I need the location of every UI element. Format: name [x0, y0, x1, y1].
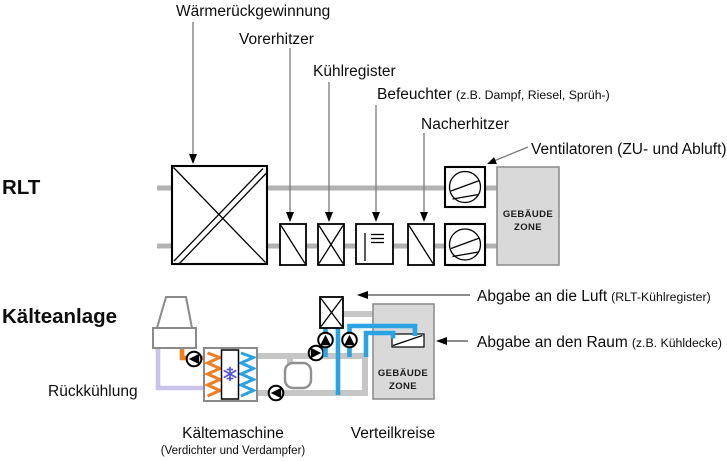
humidifier-unit: [355, 223, 394, 265]
distribution-label: Verteilkreise: [351, 425, 435, 442]
to-air-label-note: (RLT-Kühlregister): [611, 290, 711, 304]
arrowhead-cooling-coil: [325, 212, 333, 222]
primary-pump: [307, 344, 325, 362]
extract-fan-unit: [443, 222, 487, 267]
building-zone-room: GEBÄUDE ZONE: [372, 303, 435, 400]
building-zone-room-box: [372, 303, 435, 400]
supply-fan-circle: [448, 170, 482, 204]
chilled-ceiling: [391, 333, 425, 348]
snowflake-icon: [223, 366, 237, 382]
heat-recovery-diagonal-1: [173, 167, 266, 263]
cooling-tower: [152, 296, 197, 349]
output-arrows: [357, 291, 470, 345]
humidifier-label-main: Befeuchter: [377, 86, 452, 103]
chiller-unit: [203, 347, 258, 402]
to-air-arrowhead: [357, 291, 368, 299]
to-room-label: Abgabe an den Raum (z.B. Kühldecke): [477, 334, 722, 351]
evaporator-coil: [237, 351, 258, 398]
heat-recovery-diagonal-2a: [173, 168, 264, 262]
cooling-coil-unit: [317, 223, 345, 266]
chilled-ceiling-diagonal: [392, 334, 423, 347]
to-room-label-note: (z.B. Kühldecke): [632, 336, 722, 350]
building-zone-rlt-line1: GEBÄUDE: [503, 209, 553, 220]
arrowhead-fans: [487, 157, 497, 164]
return-pump: [267, 384, 285, 402]
reheater-unit: [407, 223, 435, 266]
fans-label: Ventilatoren (ZU- und Abluft): [531, 141, 727, 158]
cooling-section-label: Kälteanlage: [2, 305, 117, 328]
heat-recovery-label: Wärmerückgewinnung: [176, 3, 330, 20]
preheater-label: Vorerhitzer: [239, 31, 314, 48]
condenser-pump-arrow: [188, 353, 200, 365]
primary-pump-arrow: [310, 347, 322, 359]
arrowhead-humidifier: [372, 212, 380, 222]
humidifier-box: [355, 223, 394, 265]
supply-fan-blade-1: [450, 179, 480, 192]
arrowhead-reheater: [420, 212, 428, 222]
condenser-coil: [203, 351, 225, 398]
leader-fans: [494, 146, 529, 162]
supply-fan-blade-2: [452, 193, 479, 200]
condenser-pump: [185, 350, 203, 368]
label-leaders: [189, 22, 529, 222]
humidifier-label: Befeuchter (z.B. Dampf, Riesel, Sprüh-): [377, 86, 610, 103]
to-air-label-main: Abgabe an die Luft: [477, 288, 608, 305]
heat-recovery-diagonal-2b: [178, 173, 267, 265]
preheater-unit: [279, 223, 307, 266]
room-circuit-pump: [341, 331, 358, 349]
cooling-tower-base: [152, 327, 197, 349]
bypass-loop: [283, 361, 313, 390]
building-zone-rlt-box: [496, 166, 560, 266]
room-circuit-pump-arrow: [344, 334, 355, 346]
building-zone-rlt: GEBÄUDE ZONE: [496, 166, 560, 266]
air-circuit-pump: [317, 331, 334, 349]
building-zone-room-line1: GEBÄUDE: [378, 368, 428, 379]
extract-fan-circle: [448, 228, 482, 261]
supply-fan-box: [443, 165, 487, 209]
to-room-label-main: Abgabe an den Raum: [477, 334, 628, 351]
building-zone-rlt-line2: ZONE: [514, 222, 542, 233]
ceiling-circuit-upper: [347, 323, 418, 336]
chiller-label: Kältemaschine: [182, 425, 284, 442]
recooling-return-pipe: [155, 348, 206, 391]
humidifier-label-note: (z.B. Dampf, Riesel, Sprüh-): [456, 88, 610, 102]
to-air-label: Abgabe an die Luft(RLT-Kühlregister): [477, 288, 711, 305]
cooling-tower-stack: [155, 296, 194, 329]
extract-fan-blade-1: [450, 237, 480, 250]
cooling-coil-diagonal-2: [318, 225, 344, 264]
heat-recovery-unit: [170, 164, 269, 266]
return-pump-arrow: [270, 387, 282, 399]
building-zone-room-line2: ZONE: [389, 381, 417, 392]
ceiling-circuit-lower: [363, 330, 396, 357]
supply-fan-unit: [443, 165, 487, 209]
recooling-label: Rückkühlung: [48, 383, 138, 400]
reheater-label: Nacherhitzer: [421, 116, 509, 133]
rlt-section: GEBÄUDE ZONE RLT Wärmerückgewinnung Vore…: [2, 3, 727, 267]
preheater-diagonal: [280, 225, 306, 264]
reheater-diagonal: [408, 225, 434, 264]
cooling-coil-label: Kühlregister: [313, 63, 396, 80]
cooling-plant-section: GEBÄUDE ZONE: [2, 288, 722, 457]
arrowhead-heat-recovery: [189, 154, 197, 164]
extract-fan-blade-2: [452, 251, 479, 258]
chiller-note-label: (Verdichter und Verdampfer): [161, 445, 306, 457]
to-room-arrowhead: [436, 337, 447, 345]
rlt-cooling-coil-diag-2: [320, 298, 343, 327]
rlt-cooling-coil-symbol: [319, 296, 344, 329]
arrowhead-preheater: [286, 212, 294, 222]
rlt-section-label: RLT: [2, 176, 41, 199]
air-circuit-pump-arrow: [320, 334, 331, 346]
extract-fan-box: [443, 222, 487, 267]
